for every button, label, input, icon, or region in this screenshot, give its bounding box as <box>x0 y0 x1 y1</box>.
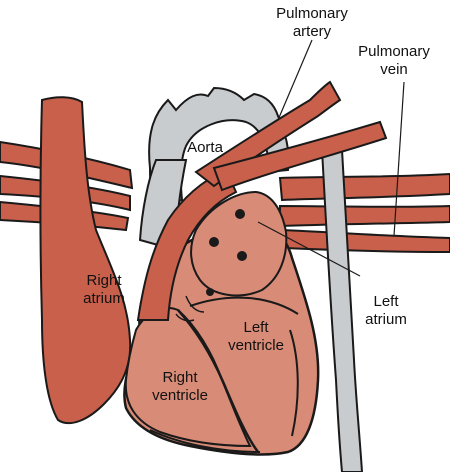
label-left-atrium-2: atrium <box>365 311 407 328</box>
vein-openings <box>206 209 247 296</box>
right-pulmonary-veins <box>278 172 450 254</box>
label-pulmonary-artery-1: Pulmonary <box>276 5 348 22</box>
label-right-atrium-1: Right <box>86 272 122 289</box>
label-left-ventricle-2: ventricle <box>228 337 284 354</box>
label-pulmonary-vein-1: Pulmonary <box>358 43 430 60</box>
left-atrium-shape <box>190 190 288 297</box>
label-left-ventricle-1: Left <box>243 319 269 336</box>
label-right-atrium-2: atrium <box>83 290 125 307</box>
leader-lines <box>257 39 405 277</box>
label-aorta: Aorta <box>187 139 224 156</box>
descending-vessel <box>320 149 364 472</box>
label-pulmonary-vein-2: vein <box>380 61 408 78</box>
vena-cava <box>39 96 132 425</box>
pulmonary-artery-vessel <box>194 80 342 188</box>
pulmonary-branch <box>212 120 388 192</box>
label-right-ventricle-2: ventricle <box>152 387 208 404</box>
label-right-ventricle-1: Right <box>162 369 198 386</box>
label-pulmonary-artery-2: artery <box>293 23 332 40</box>
label-left-atrium-1: Left <box>373 293 399 310</box>
